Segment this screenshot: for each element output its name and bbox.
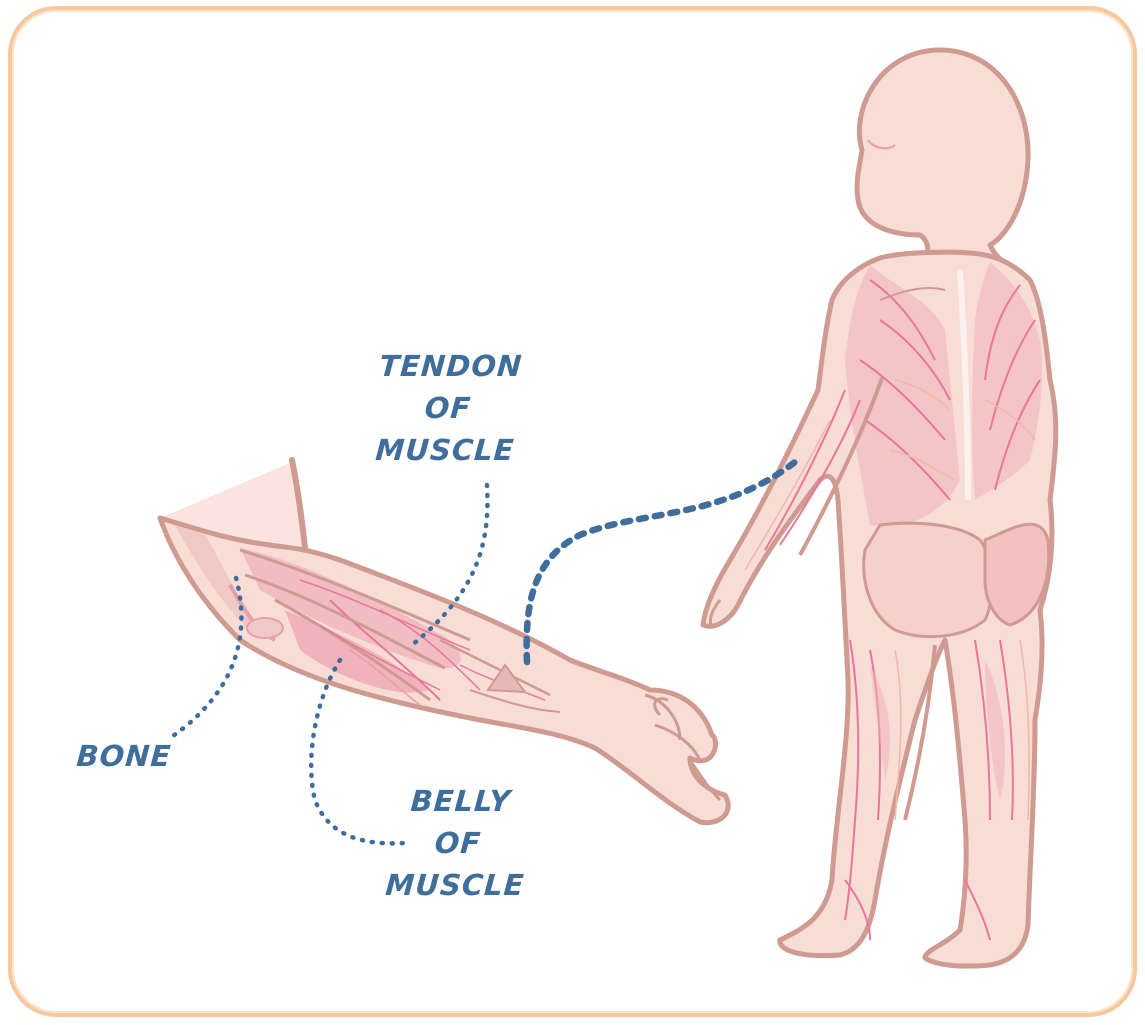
belly-of-muscle-label: BELLY OF MUSCLE bbox=[374, 780, 543, 906]
tendon-label-line-2: OF bbox=[367, 387, 530, 429]
belly-label-line-3: MUSCLE bbox=[374, 864, 537, 906]
tendon-label-line-3: MUSCLE bbox=[364, 429, 527, 471]
belly-label-line-1: BELLY bbox=[379, 780, 542, 822]
tendon-of-muscle-label: TENDON OF MUSCLE bbox=[364, 345, 533, 471]
belly-label-line-2: OF bbox=[377, 822, 540, 864]
child-icon bbox=[703, 50, 1056, 966]
arm-icon bbox=[160, 460, 728, 823]
tendon-label-line-1: TENDON bbox=[369, 345, 532, 387]
bone-label: BONE bbox=[71, 735, 178, 777]
bone-label-text: BONE bbox=[71, 735, 178, 777]
